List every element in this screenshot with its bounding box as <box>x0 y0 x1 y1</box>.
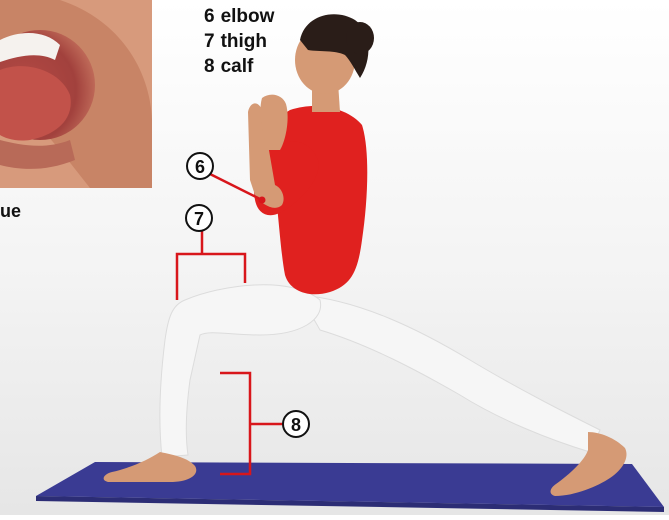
tongue-photo <box>0 0 152 188</box>
legend-word: elbow <box>221 6 275 27</box>
callout-badge-7: 7 <box>186 205 212 231</box>
legend-number: 8 <box>204 56 215 77</box>
callout-7-text: 7 <box>194 209 204 229</box>
elbow-dot <box>259 197 266 204</box>
callout-8-text: 8 <box>291 415 301 435</box>
legend-item-thigh: 7 thigh <box>204 31 267 53</box>
callout-6-text: 6 <box>195 157 205 177</box>
callout-badge-6: 6 <box>187 153 213 179</box>
legend-number: 6 <box>204 6 215 27</box>
tongue-caption: ue <box>0 200 21 222</box>
legend-word: calf <box>221 56 254 77</box>
callout-badge-8: 8 <box>283 411 309 437</box>
legend-item-calf: 8 calf <box>204 56 253 78</box>
legend-item-elbow: 6 elbow <box>204 6 274 28</box>
legend-number: 7 <box>204 31 215 52</box>
legend-word: thigh <box>221 31 267 52</box>
